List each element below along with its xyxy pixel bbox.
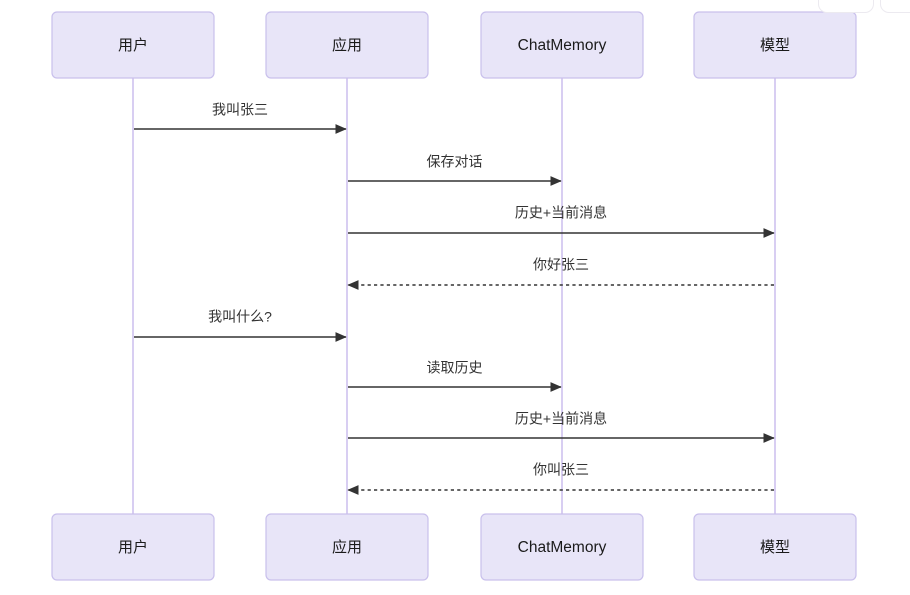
participant-label-chatmemory: ChatMemory (518, 37, 607, 54)
participant-label-user: 用户 (118, 37, 148, 54)
participants-bottom-group: 用户 应用 ChatMemory 模型 (51, 513, 857, 581)
participant-box-app (265, 11, 429, 79)
participant-box-app (265, 513, 429, 581)
participant-chatmemory-bottom[interactable]: ChatMemory (480, 513, 644, 581)
message-label-6: 读取历史 (427, 360, 483, 376)
message-label-3: 历史+当前消息 (515, 205, 607, 221)
participant-model-top[interactable]: 模型 (693, 11, 857, 79)
participant-label-app: 应用 (332, 538, 362, 556)
message-label-4: 你好张三 (533, 257, 589, 273)
participant-chatmemory-top[interactable]: ChatMemory (480, 11, 644, 79)
participant-user-bottom[interactable]: 用户 (51, 513, 215, 581)
message-2[interactable]: 保存对话 (348, 154, 562, 186)
message-8[interactable]: 你叫张三 (347, 462, 774, 495)
participant-box-model (693, 11, 857, 79)
message-5[interactable]: 我叫什么? (134, 309, 347, 342)
participant-label-user: 用户 (118, 539, 148, 556)
participant-label-model: 模型 (760, 37, 790, 54)
message-label-1: 我叫张三 (212, 102, 268, 118)
toolbar-button-right[interactable] (880, 0, 910, 13)
message-label-5: 我叫什么? (208, 309, 272, 325)
lifelines-group (132, 78, 776, 514)
participant-app-top[interactable]: 应用 (265, 11, 429, 79)
participant-label-model: 模型 (760, 539, 790, 556)
participant-box-chatmemory (480, 513, 644, 581)
participant-label-chatmemory: ChatMemory (518, 539, 607, 556)
message-4[interactable]: 你好张三 (347, 257, 774, 290)
participant-box-user (51, 513, 215, 581)
message-7[interactable]: 历史+当前消息 (348, 411, 775, 443)
participant-box-user (51, 11, 215, 79)
participant-box-chatmemory (480, 11, 644, 79)
message-label-8: 你叫张三 (533, 462, 589, 478)
participant-app-bottom[interactable]: 应用 (265, 513, 429, 581)
message-1[interactable]: 我叫张三 (134, 102, 347, 134)
message-label-7: 历史+当前消息 (515, 411, 607, 427)
participant-box-model (693, 513, 857, 581)
participant-user-top[interactable]: 用户 (51, 11, 215, 79)
message-6[interactable]: 读取历史 (348, 360, 562, 392)
participant-label-app: 应用 (332, 36, 362, 54)
participants-top-group: 用户 应用 ChatMemory 模型 (51, 11, 857, 79)
message-3[interactable]: 历史+当前消息 (348, 205, 775, 238)
toolbar-button-left[interactable] (818, 0, 874, 13)
message-label-2: 保存对话 (427, 154, 483, 170)
participant-model-bottom[interactable]: 模型 (693, 513, 857, 581)
